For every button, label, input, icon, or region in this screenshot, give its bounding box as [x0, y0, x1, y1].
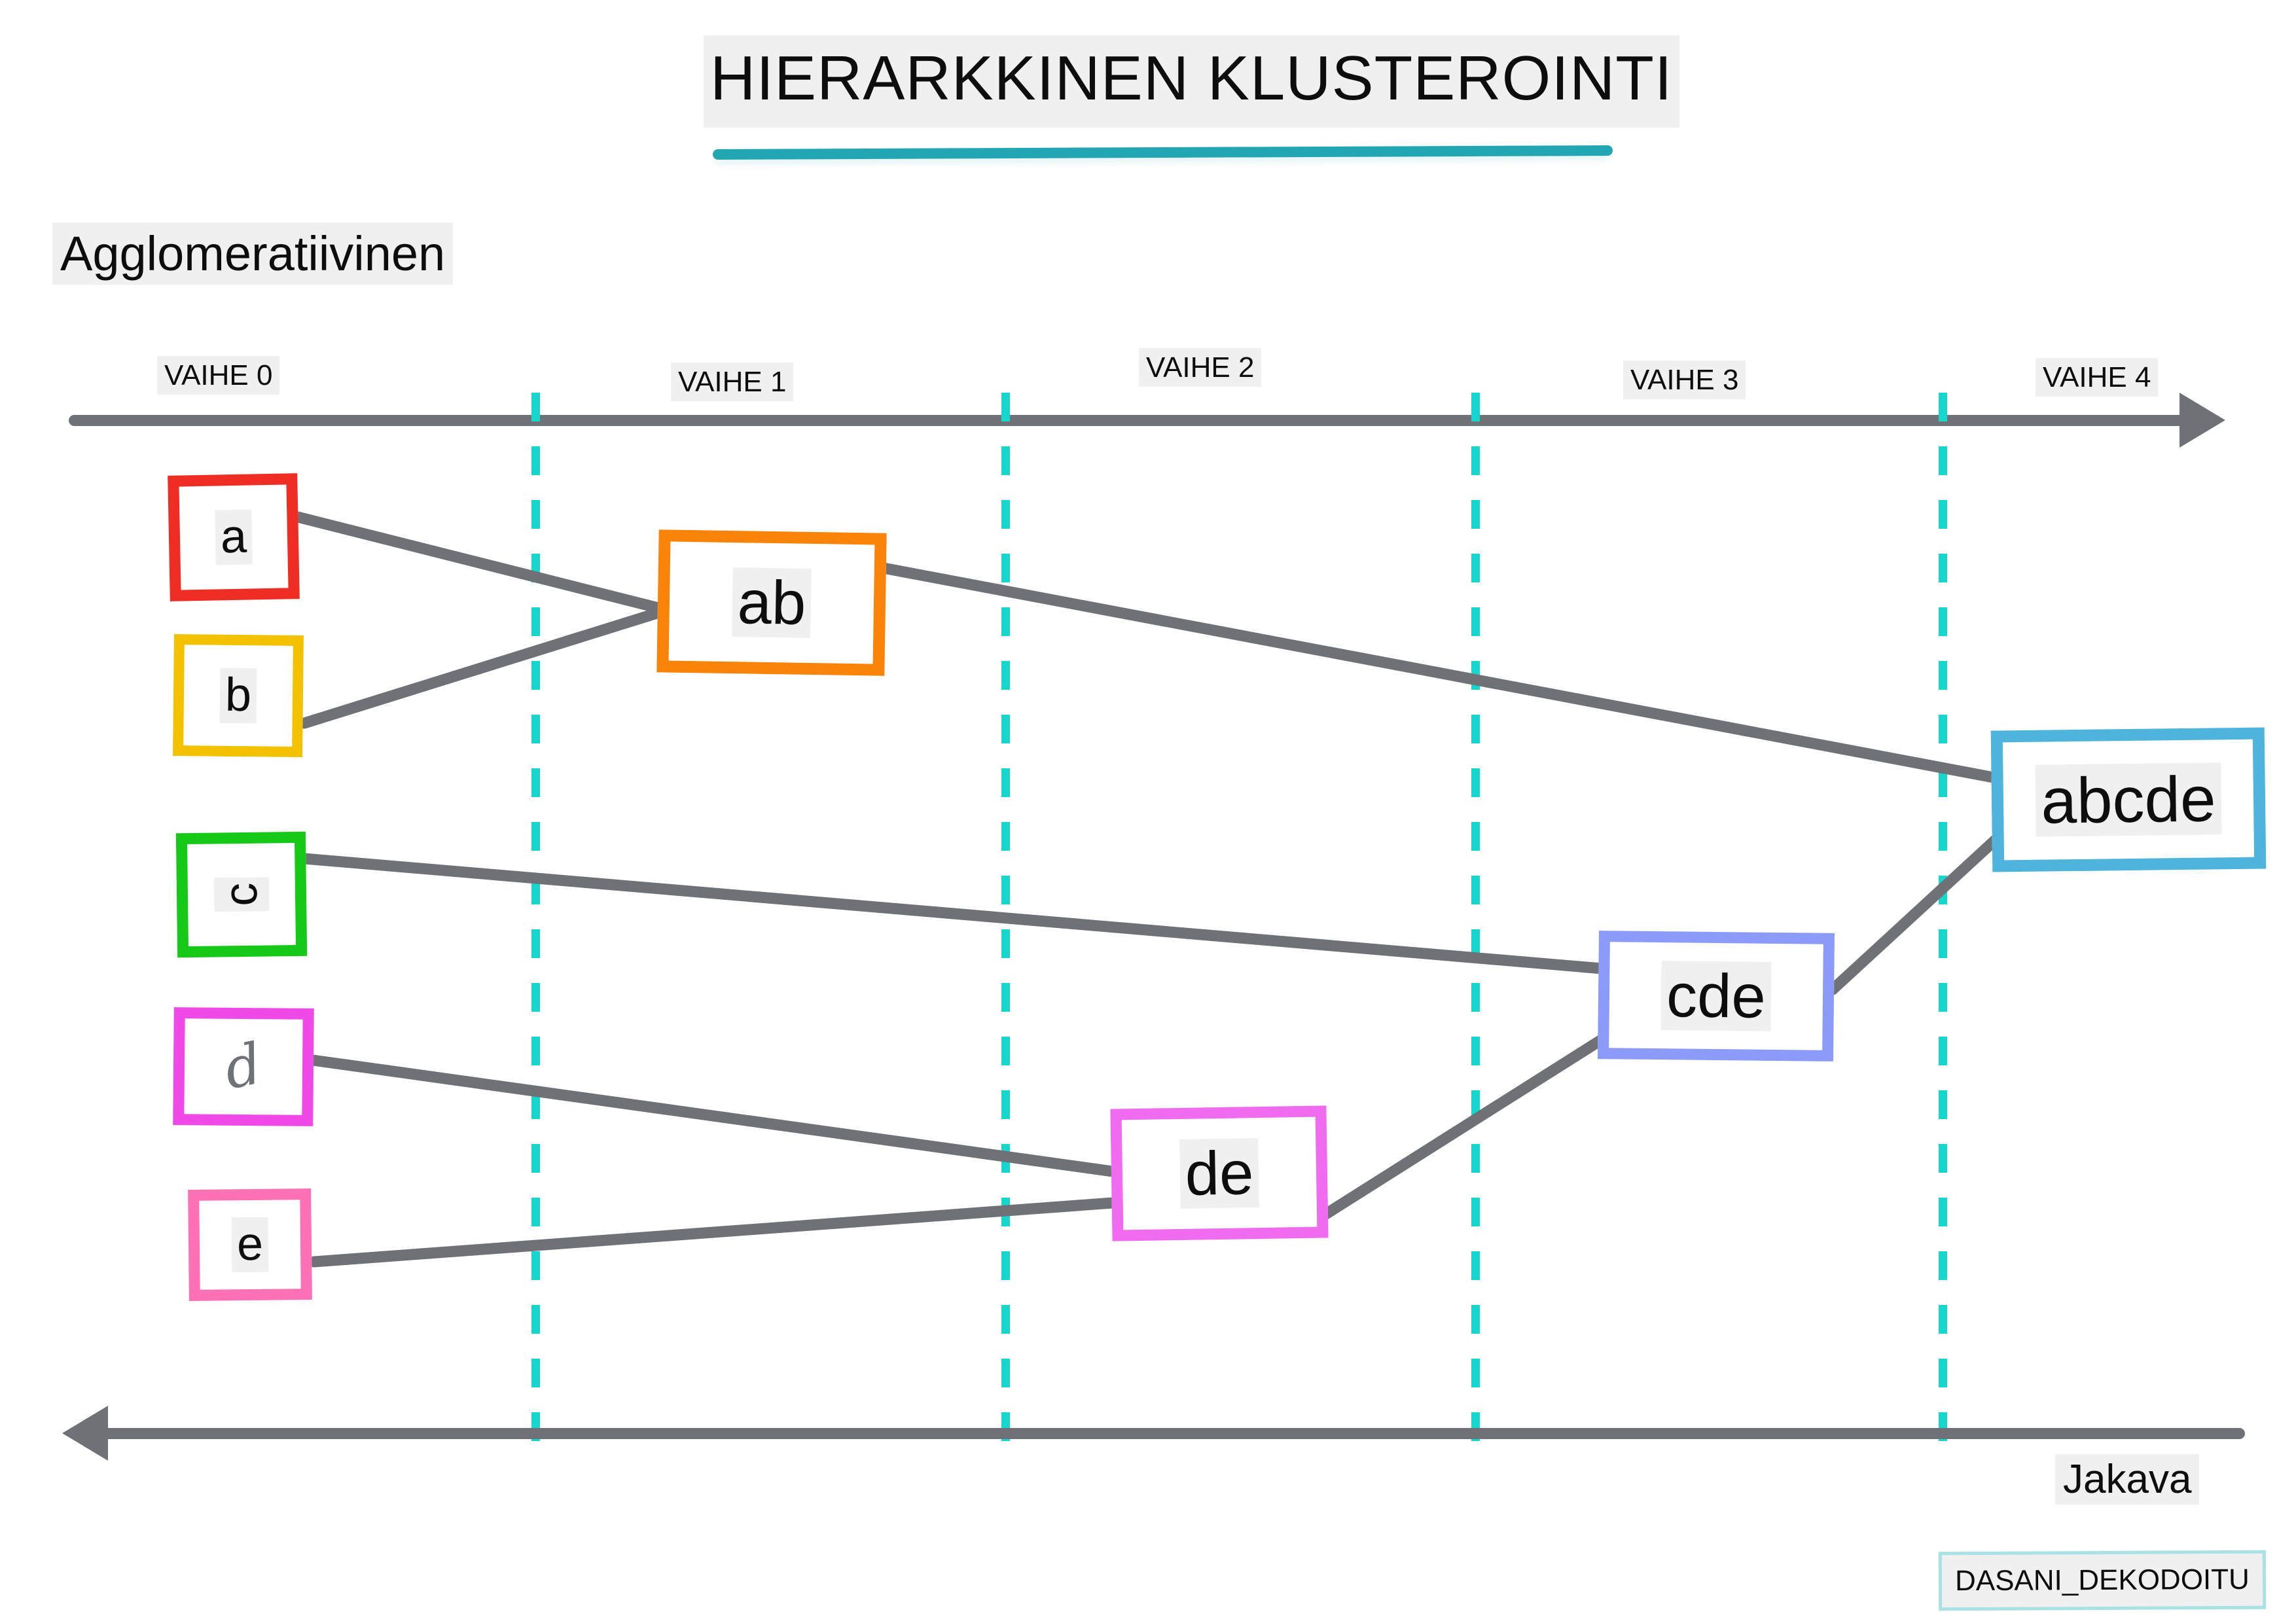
stage-separator-1	[531, 393, 540, 1453]
edge-cde-to-abcde	[1827, 834, 2001, 995]
agglomerative-label-text: Agglomeratiivinen	[52, 223, 454, 285]
cluster-node-abcde-label: abcde	[2035, 762, 2222, 838]
cluster-node-d-label: d	[219, 1031, 268, 1103]
cluster-node-d[interactable]: d	[173, 1007, 314, 1126]
stage-axis-bottom	[98, 1428, 2245, 1439]
cluster-node-e-label: e	[231, 1217, 269, 1273]
cluster-node-de[interactable]: de	[1110, 1105, 1329, 1241]
cluster-node-a-label: a	[215, 509, 253, 565]
edge-d-to-de	[307, 1054, 1119, 1177]
cluster-node-b[interactable]: b	[173, 633, 304, 758]
stage-label-vaihe-1: VAIHE 1	[671, 363, 794, 401]
cluster-node-ab[interactable]: ab	[656, 529, 887, 676]
stage-label-vaihe-4: VAIHE 4	[2036, 358, 2159, 397]
page-title: HIERARKKINEN KLUSTEROINTI	[704, 23, 1679, 134]
edge-c-to-cde	[298, 853, 1608, 974]
divisive-label: Jakava	[2055, 1453, 2200, 1507]
stage-axis-top	[69, 415, 2189, 426]
cluster-node-cde-label: cde	[1660, 960, 1772, 1032]
cluster-node-e[interactable]: e	[188, 1188, 312, 1301]
footer-badge-text: DASANI_DEKODOITU	[1954, 1563, 2250, 1597]
divisive-label-text: Jakava	[2055, 1454, 2200, 1505]
stage-label-vaihe-3: VAIHE 3	[1623, 361, 1746, 399]
agglomerative-label: Agglomeratiivinen	[52, 223, 454, 285]
stage-label-vaihe-2: VAIHE 2	[1139, 348, 1262, 387]
title-block: HIERARKKINEN KLUSTEROINTI	[704, 23, 1679, 160]
cluster-node-ab-label: ab	[731, 567, 812, 639]
stage-label-vaihe-0: VAIHE 0	[157, 356, 280, 395]
page-title-text: HIERARKKINEN KLUSTEROINTI	[704, 35, 1679, 128]
cluster-node-de-label: de	[1179, 1137, 1260, 1209]
title-underline-bar	[712, 145, 1613, 160]
arrow-left-icon	[62, 1406, 108, 1461]
cluster-node-c-label: c	[213, 877, 270, 912]
edge-e-to-de	[308, 1197, 1119, 1268]
edge-b-to-ab	[298, 606, 667, 729]
cluster-node-b-label: b	[219, 668, 257, 724]
edge-de-to-cde	[1320, 1033, 1608, 1220]
edge-ab-to-abcde	[878, 562, 2000, 783]
footer-badge: DASANI_DEKODOITU	[1938, 1550, 2267, 1611]
cluster-node-c[interactable]: c	[175, 831, 308, 958]
cluster-node-abcde[interactable]: abcde	[1990, 727, 2267, 872]
stage-separator-2	[1001, 393, 1010, 1453]
cluster-node-cde[interactable]: cde	[1597, 931, 1835, 1061]
cluster-node-a[interactable]: a	[168, 473, 300, 601]
stage-separator-3	[1471, 393, 1480, 1453]
stage-separator-4	[1939, 393, 1947, 1453]
arrow-right-icon	[2179, 393, 2225, 448]
edge-a-to-ab	[292, 511, 667, 615]
